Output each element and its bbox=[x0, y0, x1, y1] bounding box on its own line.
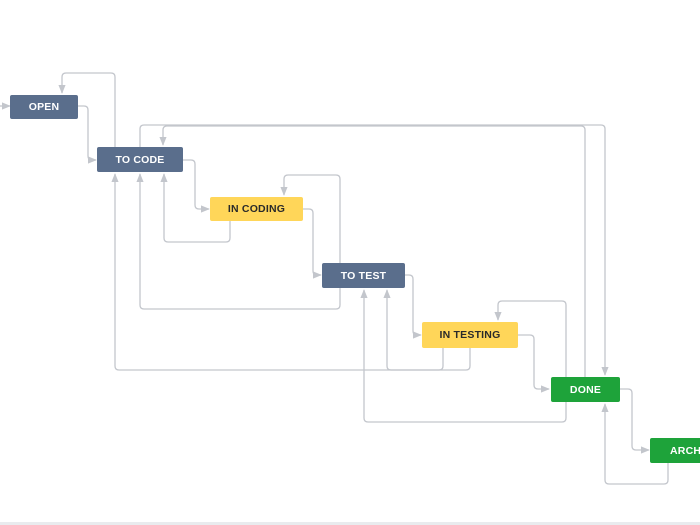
connector-in-testing-to-code bbox=[111, 173, 444, 371]
connector-open-to-code bbox=[78, 105, 97, 164]
status-in-coding[interactable]: IN CODING bbox=[210, 197, 303, 221]
connector-to-test-in-coding bbox=[280, 174, 341, 263]
connector-done-to-code bbox=[159, 125, 586, 377]
connector-done-in-testing bbox=[494, 300, 567, 377]
connector-in-coding-to-test bbox=[303, 208, 322, 279]
status-archived[interactable]: ARCHI bbox=[650, 438, 700, 463]
status-open[interactable]: OPEN bbox=[10, 95, 78, 119]
connector-to-code-in-coding bbox=[183, 159, 210, 213]
status-to-test[interactable]: TO TEST bbox=[322, 263, 405, 288]
footer-divider bbox=[0, 522, 700, 525]
connector-to-test-in-testing bbox=[405, 274, 422, 339]
connector-to-code-done bbox=[139, 124, 609, 376]
connector-in-testing-done bbox=[518, 334, 550, 393]
connector-in-coding-to-code bbox=[160, 173, 231, 243]
connector-done-to-test bbox=[360, 289, 567, 423]
connector-to-test-to-code bbox=[136, 173, 341, 310]
connector-archived-done bbox=[601, 403, 669, 485]
connector-done-archived bbox=[620, 388, 650, 454]
status-to-code[interactable]: TO CODE bbox=[97, 147, 183, 172]
status-in-testing[interactable]: IN TESTING bbox=[422, 322, 518, 348]
connector-open-loop bbox=[58, 72, 116, 147]
status-done[interactable]: DONE bbox=[551, 377, 620, 402]
